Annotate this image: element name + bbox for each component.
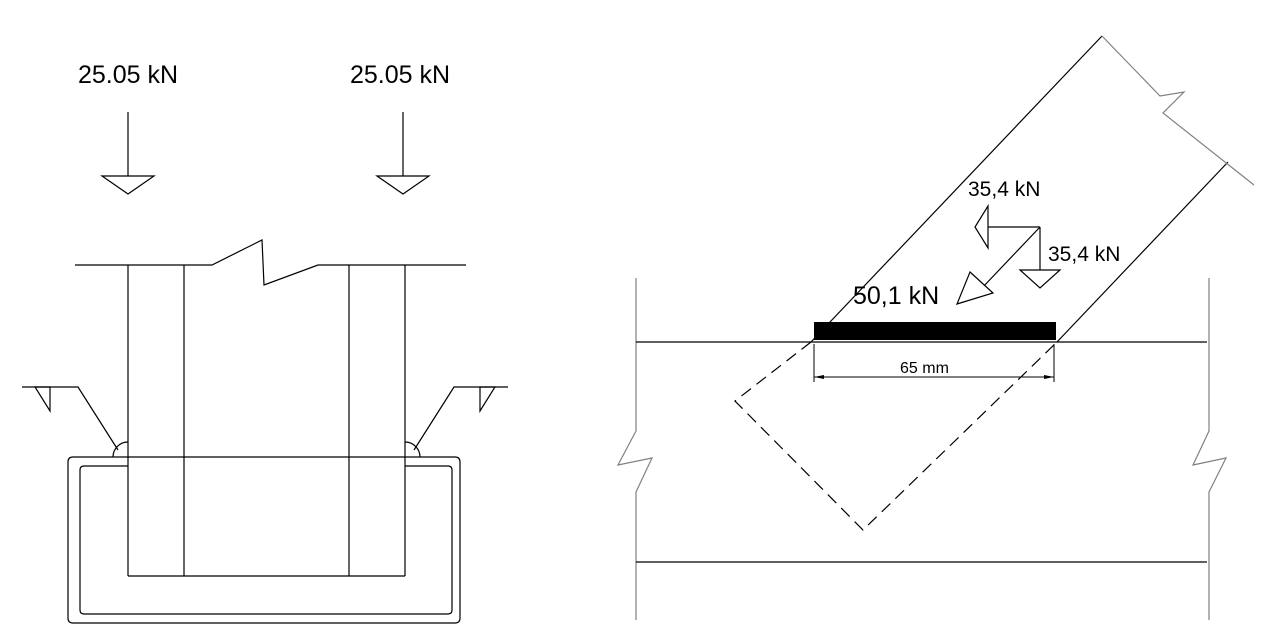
load-arrow-right bbox=[375, 112, 431, 195]
force-arrow-vertical bbox=[1018, 269, 1062, 289]
force-label-resultant: 50,1 kN bbox=[853, 282, 939, 310]
beam-top-break-line bbox=[75, 239, 466, 286]
web-plates bbox=[127, 265, 406, 577]
weld-bead-left bbox=[112, 441, 129, 458]
weld-symbol-left bbox=[22, 386, 119, 451]
force-label-vertical: 35,4 kN bbox=[1048, 243, 1120, 266]
dimension-line bbox=[813, 344, 1055, 382]
force-label-horizontal: 35,4 kN bbox=[968, 178, 1040, 201]
force-components bbox=[981, 226, 1041, 289]
channel-inner bbox=[79, 465, 453, 615]
left-detail: 25.05 kN 25.05 kN bbox=[22, 61, 508, 624]
load-arrow-left bbox=[100, 112, 156, 195]
bearing-plate bbox=[814, 322, 1056, 340]
inclined-member bbox=[810, 35, 1255, 343]
channel-outer bbox=[67, 456, 461, 624]
load-label-right: 25.05 kN bbox=[350, 61, 450, 89]
force-arrow-resultant bbox=[955, 270, 995, 305]
load-label-left: 25.05 kN bbox=[78, 61, 178, 89]
dimension-label: 65 mm bbox=[900, 360, 949, 377]
right-detail: 65 mm 35,4 kN 35,4 kN 50,1 kN bbox=[616, 35, 1255, 620]
force-arrow-horizontal bbox=[974, 203, 989, 251]
support-beam-edges bbox=[616, 278, 1228, 620]
embedded-part-hidden-outline bbox=[734, 341, 1058, 531]
weld-symbol-right bbox=[413, 386, 508, 451]
